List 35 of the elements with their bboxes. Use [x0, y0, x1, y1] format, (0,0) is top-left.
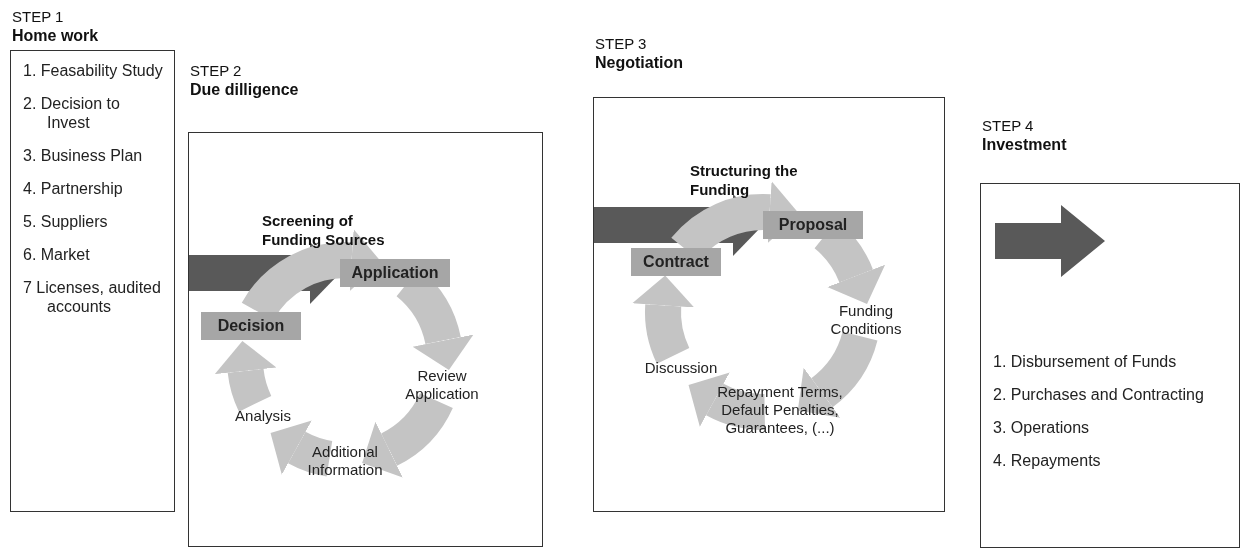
stage-text: Additional Information	[297, 443, 393, 481]
step-title: Due dilligence	[190, 80, 299, 100]
stage-label: Proposal	[763, 211, 863, 239]
step-number: STEP 1	[12, 8, 64, 26]
list-item: 7 Licenses, audited accounts	[23, 278, 162, 316]
cycle-arrow	[269, 419, 333, 477]
edge-label: Structuring the Funding	[690, 161, 799, 199]
stage-text: Review Application	[396, 367, 488, 405]
stage-label: Application	[340, 259, 450, 287]
step-title: Investment	[982, 135, 1067, 155]
list-item: 2. Decision to Invest	[23, 94, 121, 132]
step-number: STEP 4	[982, 117, 1034, 135]
cycle-arrow	[632, 275, 695, 363]
stage-label: Contract	[631, 248, 721, 276]
edge-label: Screening of Funding Sources	[262, 211, 386, 249]
step-title: Negotiation	[595, 53, 683, 73]
stage-text: Analysis	[231, 407, 295, 427]
list-item: 3. Operations	[993, 418, 1091, 437]
list-item: 1. Disbursement of Funds	[993, 352, 1178, 371]
list-item: 5. Suppliers	[23, 212, 109, 231]
step-number: STEP 3	[595, 35, 647, 53]
list-item: 1. Feasability Study	[23, 61, 164, 80]
step-title: Home work	[12, 26, 99, 46]
step-number: STEP 2	[190, 62, 242, 80]
cycle-arrow	[687, 371, 766, 430]
stage-label: Decision	[201, 312, 301, 340]
stage-text: Discussion	[642, 359, 720, 379]
list-item: 3. Business Plan	[23, 146, 144, 165]
list-item: 4. Repayments	[993, 451, 1102, 470]
list-item: 6. Market	[23, 245, 91, 264]
stage-text: Funding Conditions	[821, 302, 911, 340]
cycle-arrow	[214, 341, 277, 411]
stage-text: Repayment Terms, Default Penalties, Guarantees, (...)	[709, 383, 851, 439]
list-item: 2. Purchases and Contracting	[993, 385, 1205, 404]
list-item: 4. Partnership	[23, 179, 124, 198]
